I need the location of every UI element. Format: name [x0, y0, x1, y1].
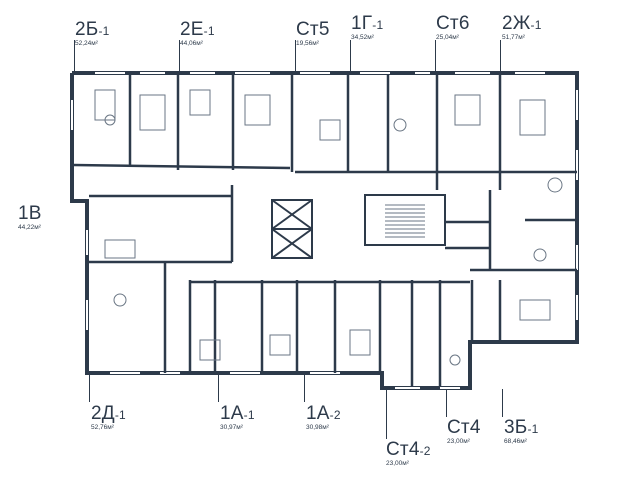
apartment-label-2zh1: 2Ж-1 51,77м²	[502, 13, 542, 41]
apartment-label-1a2: 1А-2 30,98м²	[306, 403, 341, 431]
apartment-label-st4: Ст4 23,00м²	[447, 417, 481, 445]
leader-line	[446, 389, 447, 417]
leader-line	[435, 40, 436, 72]
apartment-label-2b1: 2Б-1 52,24м²	[75, 19, 110, 47]
stairs	[385, 204, 425, 238]
apartment-label-2d1: 2Д-1 52,76м²	[91, 403, 126, 431]
leader-line	[74, 40, 75, 72]
leader-line	[304, 374, 305, 402]
apartment-label-1v: 1В 44,22м²	[18, 203, 42, 231]
leader-line	[500, 40, 501, 72]
leader-line	[89, 374, 90, 402]
apartment-label-st42: Ст4-2 23,00м²	[386, 439, 431, 467]
leader-line	[350, 40, 351, 72]
apartment-label-st5: Ст5 19,56м²	[296, 19, 330, 47]
leader-line	[502, 389, 503, 417]
apartment-label-1a1: 1А-1 30,97м²	[220, 403, 255, 431]
apartment-label-1g1: 1Г-1 34,52м²	[351, 13, 384, 41]
apartment-label-3b1: 3Б-1 68,46м²	[504, 417, 539, 445]
apartment-label-2e1: 2Е-1 44,06м²	[180, 19, 215, 47]
leader-line	[386, 389, 387, 439]
apartment-label-st6: Ст6 25,04м²	[436, 13, 470, 41]
leader-line	[218, 374, 219, 402]
building-core	[271, 194, 446, 259]
leader-line	[179, 40, 180, 72]
furniture	[94, 89, 563, 366]
leader-line	[295, 40, 296, 72]
interior-walls	[73, 75, 577, 386]
